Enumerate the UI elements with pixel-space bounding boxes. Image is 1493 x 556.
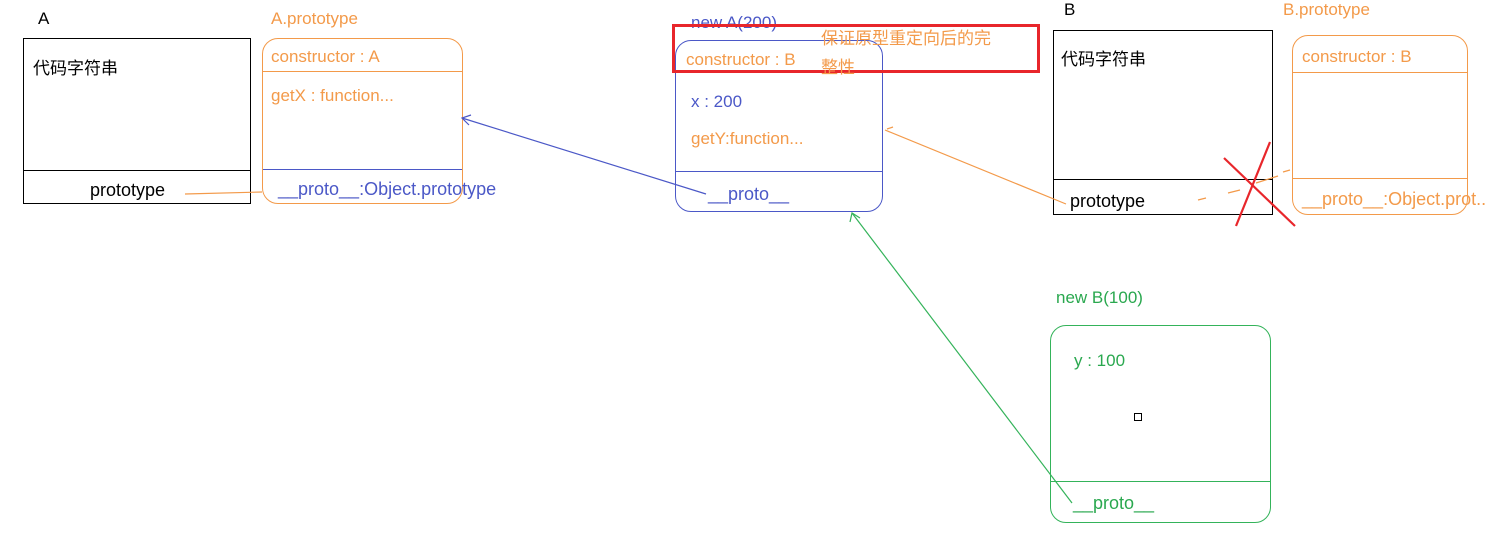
a-prototype-proto: __proto__:Object.prototype xyxy=(278,179,497,199)
small-square-marker xyxy=(1134,413,1142,421)
old-prototype-link-dash-4 xyxy=(1282,169,1291,173)
red-cross-stroke-1 xyxy=(1234,141,1272,227)
new-a-proto: __proto__ xyxy=(708,184,790,204)
b-prototype-to-new-a-link xyxy=(884,129,1067,205)
new-b-proto-arrow xyxy=(851,212,1073,504)
b-prototype-title: B.prototype xyxy=(1283,0,1370,19)
new-b-proto: __proto__ xyxy=(1073,493,1155,513)
a-prototype-link xyxy=(184,191,263,195)
old-prototype-link-dash-3 xyxy=(1255,175,1279,184)
a-prototype-label: prototype xyxy=(90,180,166,200)
new-a-proto-arrowhead xyxy=(460,114,472,126)
red-cross-stroke-2 xyxy=(1223,157,1296,227)
note-line-1: 保证原型重定向后的完 xyxy=(821,29,991,48)
a-prototype-title: A.prototype xyxy=(271,9,358,28)
old-prototype-link-dash-2 xyxy=(1227,189,1241,194)
new-a-constructor: constructor : B xyxy=(686,50,796,69)
new-a-x: x : 200 xyxy=(691,92,743,111)
b-prototype-divider-top xyxy=(1293,72,1467,73)
b-prototype-constructor: constructor : B xyxy=(1302,47,1412,66)
b-prototype-box: constructor : B xyxy=(1292,35,1468,215)
a-prototype-divider-bottom xyxy=(263,169,462,170)
a-prototype-divider-top xyxy=(263,71,462,72)
new-b-divider xyxy=(1051,481,1270,482)
b-code-string: 代码字符串 xyxy=(1061,50,1146,69)
old-prototype-link-dash-1 xyxy=(1197,197,1207,201)
new-a-title: new A(200) xyxy=(691,13,777,32)
b-prototype-label: prototype xyxy=(1070,191,1146,211)
b-prototype-divider-bottom xyxy=(1293,178,1467,179)
b-divider xyxy=(1054,179,1272,180)
new-b-title: new B(100) xyxy=(1056,288,1143,307)
note-line-2: 整性 xyxy=(821,58,855,77)
new-a-divider xyxy=(676,171,882,172)
b-prototype-proto: __proto__:Object.prot.. xyxy=(1302,189,1487,209)
new-b-box: y : 100 __proto__ xyxy=(1050,325,1271,523)
a-prototype-box: constructor : A getX : function... xyxy=(262,38,463,204)
highlight-rectangle xyxy=(672,24,1040,73)
new-b-proto-arrowhead xyxy=(849,212,861,223)
a-code-string: 代码字符串 xyxy=(33,59,118,78)
new-a-gety: getY:function... xyxy=(691,129,804,148)
new-a-proto-arrow xyxy=(461,117,707,195)
new-a-box: constructor : B x : 200 getY:function...… xyxy=(675,40,883,212)
new-b-y: y : 100 xyxy=(1074,351,1126,370)
b-link-tick xyxy=(886,126,894,130)
a-title: A xyxy=(38,9,50,28)
b-title: B xyxy=(1064,0,1076,19)
a-divider xyxy=(24,170,250,171)
b-function-box: 代码字符串 prototype xyxy=(1053,30,1273,215)
a-prototype-constructor: constructor : A xyxy=(271,47,380,66)
a-prototype-getx: getX : function... xyxy=(271,86,394,105)
a-function-box: 代码字符串 prototype xyxy=(23,38,251,204)
